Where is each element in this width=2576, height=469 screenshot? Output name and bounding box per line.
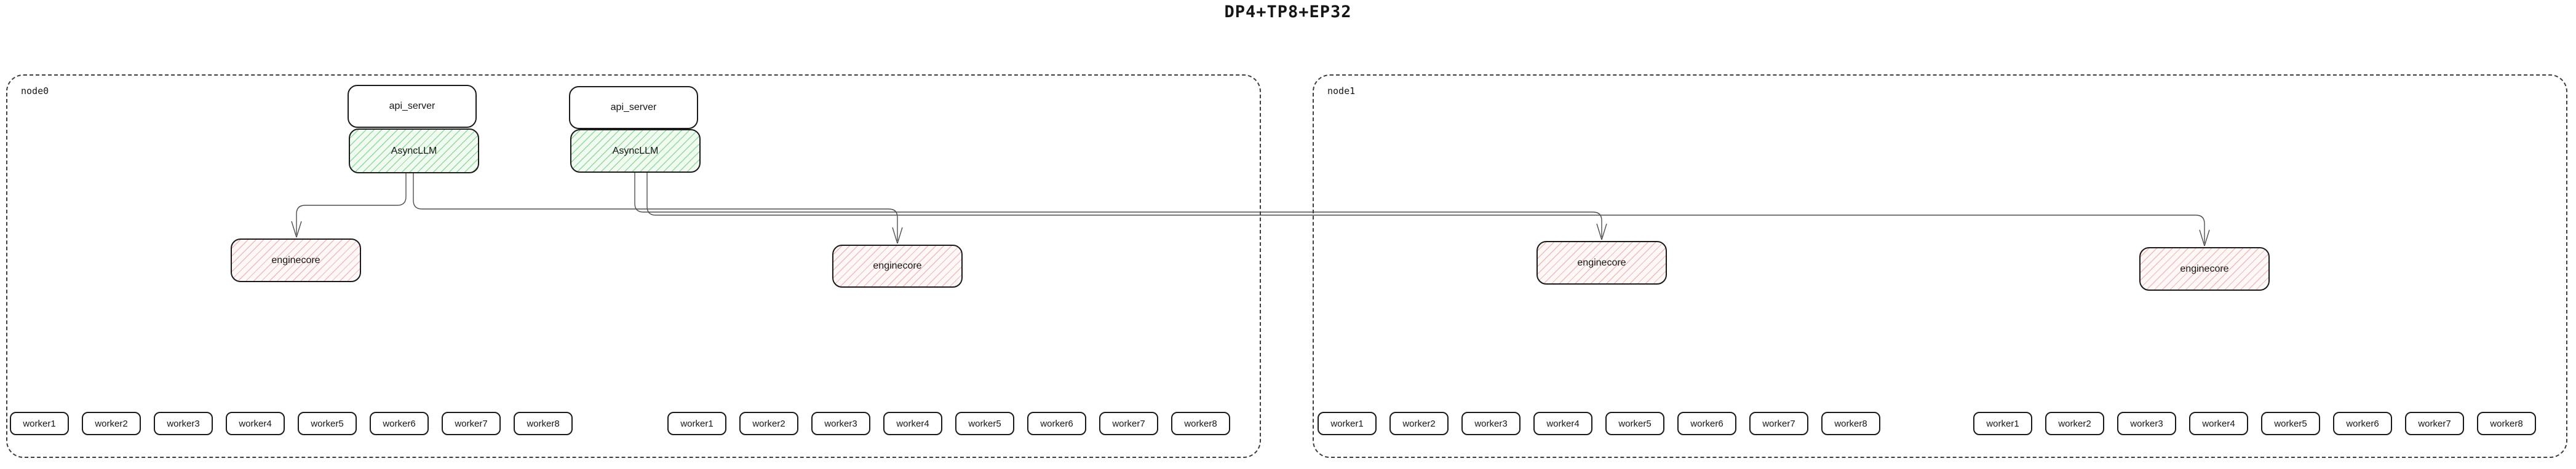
worker-box: worker1 — [1973, 412, 2032, 435]
worker-box: worker1 — [1318, 412, 1377, 435]
node1-label: node1 — [1327, 85, 1356, 97]
asyncllm-box-1: AsyncLLM — [349, 128, 479, 173]
worker-box: worker7 — [1099, 412, 1158, 435]
worker-group-2: worker1 worker2 worker3 worker4 worker5 … — [667, 412, 1230, 435]
worker-box: worker8 — [1171, 412, 1230, 435]
worker-box: worker4 — [883, 412, 942, 435]
worker-box: worker6 — [1677, 412, 1736, 435]
worker-box: worker3 — [154, 412, 213, 435]
api-server-box-2: api_server — [569, 86, 698, 129]
worker-box: worker3 — [1461, 412, 1521, 435]
enginecore-box-3: enginecore — [1536, 241, 1667, 285]
worker-box: worker7 — [2405, 412, 2464, 435]
node1-container: node1 — [1313, 74, 2567, 458]
worker-box: worker5 — [298, 412, 357, 435]
worker-box: worker5 — [955, 412, 1014, 435]
worker-box: worker1 — [667, 412, 726, 435]
worker-box: worker2 — [1389, 412, 1449, 435]
node0-label: node0 — [21, 85, 49, 97]
worker-box: worker5 — [1605, 412, 1664, 435]
worker-box: worker6 — [1027, 412, 1086, 435]
worker-box: worker2 — [739, 412, 798, 435]
worker-box: worker3 — [811, 412, 870, 435]
worker-box: worker8 — [2477, 412, 2536, 435]
worker-group-3: worker1 worker2 worker3 worker4 worker5 … — [1318, 412, 1880, 435]
worker-group-4: worker1 worker2 worker3 worker4 worker5 … — [1973, 412, 2536, 435]
worker-group-1: worker1 worker2 worker3 worker4 worker5 … — [10, 412, 573, 435]
worker-box: worker1 — [10, 412, 69, 435]
worker-box: worker7 — [442, 412, 501, 435]
worker-box: worker2 — [82, 412, 141, 435]
enginecore-box-2: enginecore — [832, 245, 963, 288]
worker-box: worker4 — [2189, 412, 2248, 435]
worker-box: worker8 — [1821, 412, 1880, 435]
node0-container: node0 — [6, 74, 1261, 458]
worker-box: worker4 — [226, 412, 285, 435]
enginecore-box-4: enginecore — [2139, 247, 2270, 291]
api-server-box-1: api_server — [348, 85, 477, 128]
diagram-title: DP4+TP8+EP32 — [1224, 2, 1352, 22]
worker-box: worker3 — [2117, 412, 2176, 435]
worker-box: worker6 — [370, 412, 429, 435]
asyncllm-box-2: AsyncLLM — [570, 129, 701, 173]
worker-box: worker7 — [1749, 412, 1808, 435]
worker-box: worker6 — [2333, 412, 2392, 435]
worker-box: worker2 — [2045, 412, 2104, 435]
worker-box: worker8 — [514, 412, 573, 435]
worker-box: worker5 — [2261, 412, 2320, 435]
worker-box: worker4 — [1533, 412, 1592, 435]
enginecore-box-1: enginecore — [231, 238, 361, 282]
